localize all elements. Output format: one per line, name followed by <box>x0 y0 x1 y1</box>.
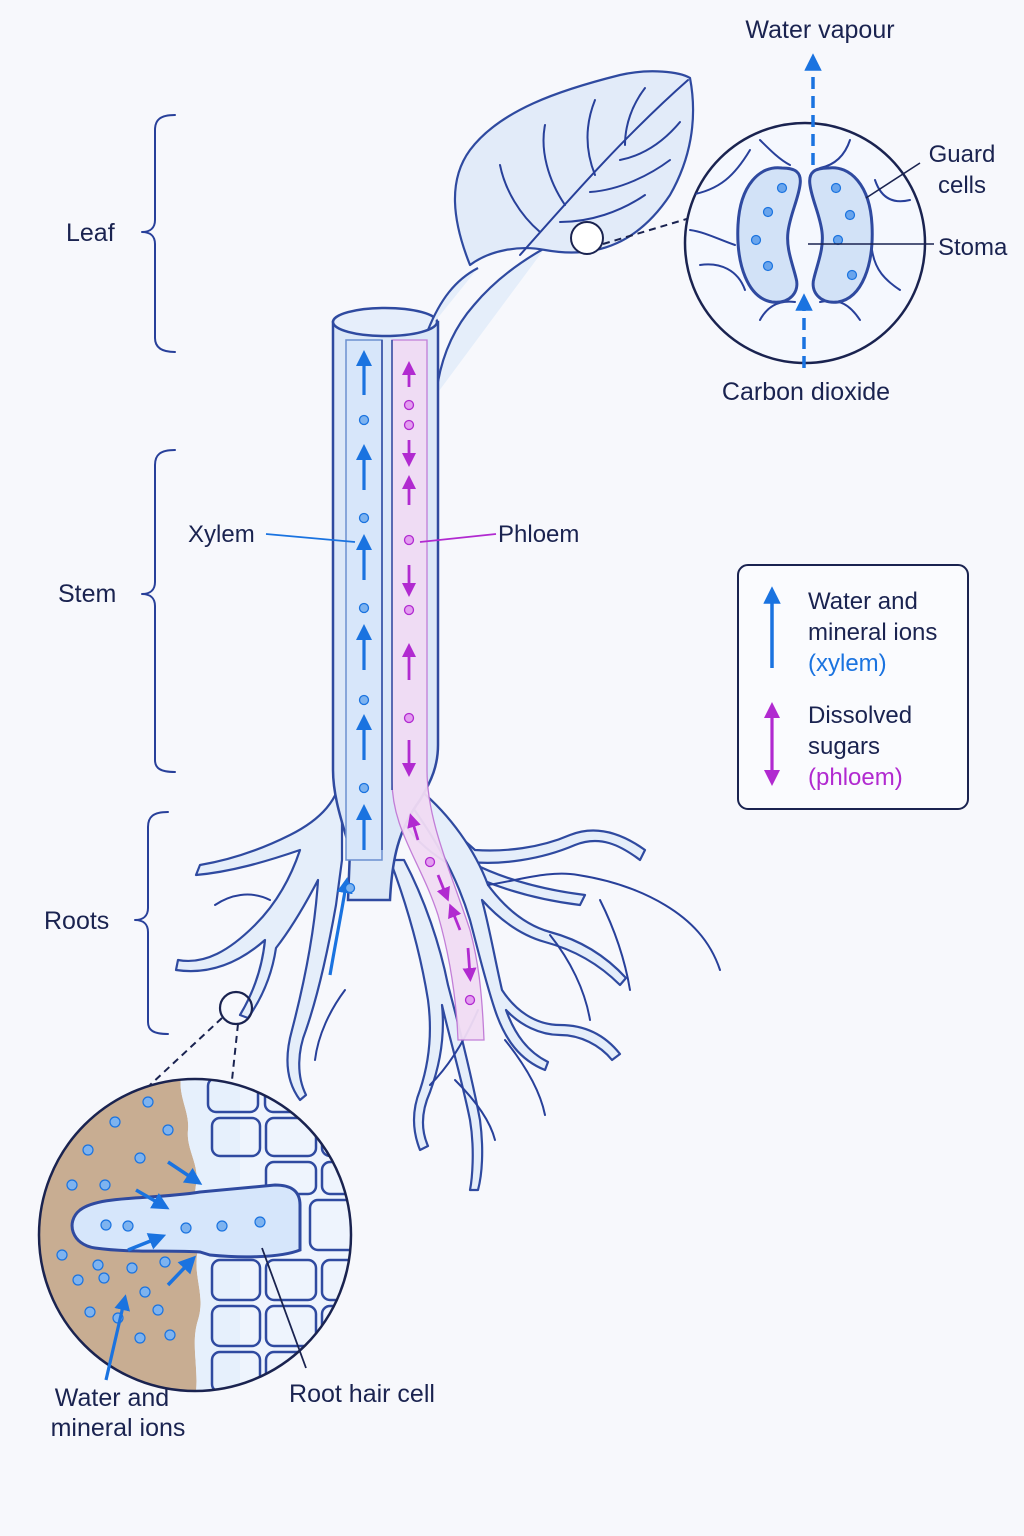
phloem-tube <box>391 339 485 1041</box>
stem-top <box>331 306 439 338</box>
water-vapour-label: Water vapour <box>745 16 894 44</box>
xylem-vessel <box>345 339 383 861</box>
soil-water-label-2: mineral ions <box>51 1414 186 1442</box>
root-zoom-marker <box>218 990 254 1026</box>
legend-xylem-line2: mineral ions <box>808 619 937 646</box>
legend-xylem-line1: Water and <box>808 588 918 615</box>
legend-phloem-line3: (phloem) <box>808 764 903 791</box>
phloem-particles <box>403 399 476 1006</box>
section-brackets <box>134 114 176 1035</box>
guard-cell-right <box>808 166 874 304</box>
guard-cells-label-1: Guard <box>929 141 996 168</box>
legend-xylem-line3: (xylem) <box>808 650 887 677</box>
soil-water-label-1: Water and <box>55 1384 169 1412</box>
root-hair-cell <box>70 1183 302 1259</box>
carbon-dioxide-label: Carbon dioxide <box>722 378 890 406</box>
guard-cells-label-2: cells <box>938 172 986 199</box>
phloem-label: Phloem <box>498 521 579 548</box>
guard-cell-left <box>736 166 802 304</box>
stoma-label: Stoma <box>938 234 1008 261</box>
soil-particles <box>56 1096 176 1344</box>
root-hair-particles <box>100 1216 266 1234</box>
section-label-roots: Roots <box>44 907 109 935</box>
uptake-arrows <box>127 1160 203 1287</box>
leaf-zoom-marker <box>570 221 604 255</box>
xylem-flow-arrows <box>328 350 372 976</box>
section-label-leaf: Leaf <box>66 219 115 247</box>
legend-phloem-line1: Dissolved <box>808 702 912 729</box>
leaf-illustration <box>434 70 695 396</box>
phloem-flow-arrows <box>402 361 477 982</box>
section-label-stem: Stem <box>58 580 116 608</box>
xylem-particles <box>344 414 370 894</box>
legend: Water and mineral ions (xylem) Dissolved… <box>737 564 969 810</box>
stoma-zoom <box>683 53 934 368</box>
legend-phloem-line2: sugars <box>808 733 880 760</box>
xylem-label: Xylem <box>188 521 255 548</box>
root-hair-zoom <box>37 1077 353 1393</box>
root-hair-cell-label: Root hair cell <box>289 1380 435 1408</box>
